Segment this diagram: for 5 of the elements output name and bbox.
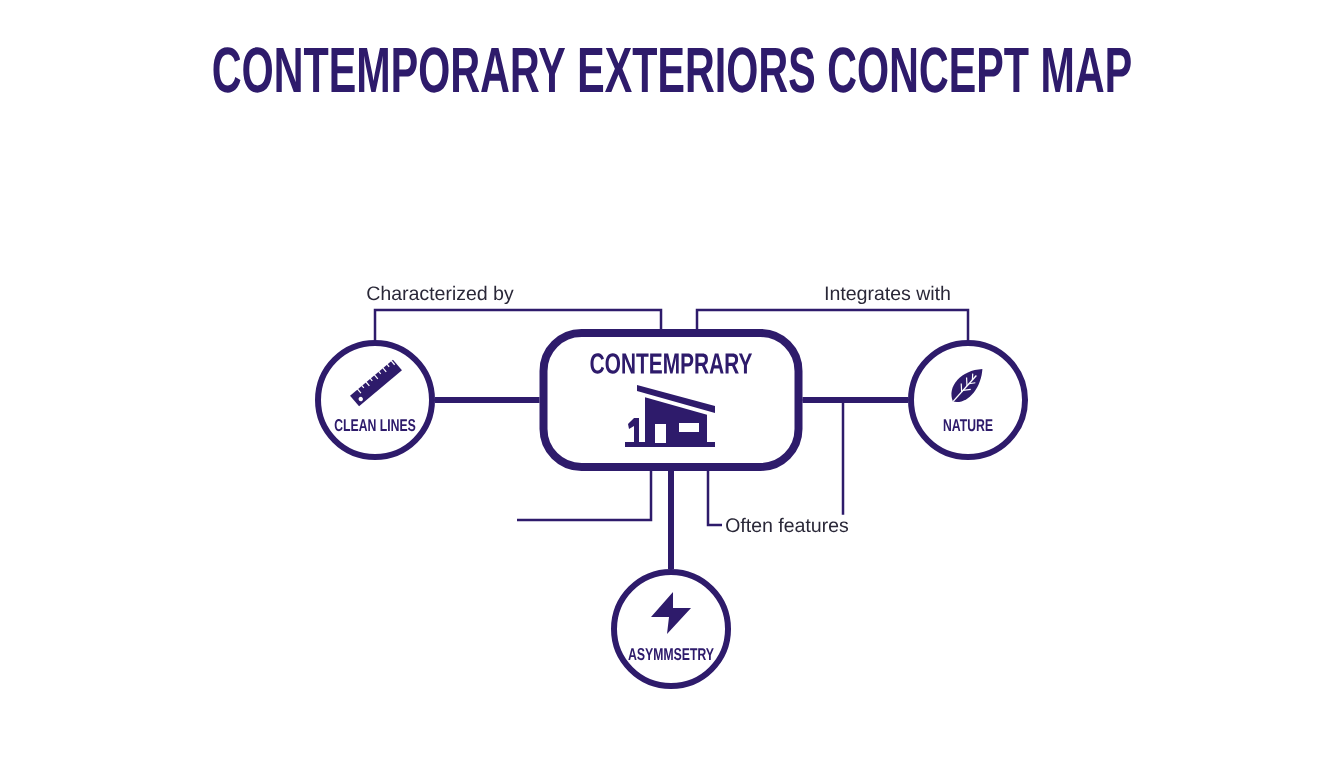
edge-label: Integrates with bbox=[822, 283, 953, 307]
title: CONTEMPORARY EXTERIORS CONCEPT MAP bbox=[213, 47, 1131, 93]
relation-label: Often features bbox=[726, 517, 849, 533]
concept-box: CONTEMPRARY bbox=[539, 329, 803, 471]
edge-label: Characterized by bbox=[364, 283, 516, 307]
